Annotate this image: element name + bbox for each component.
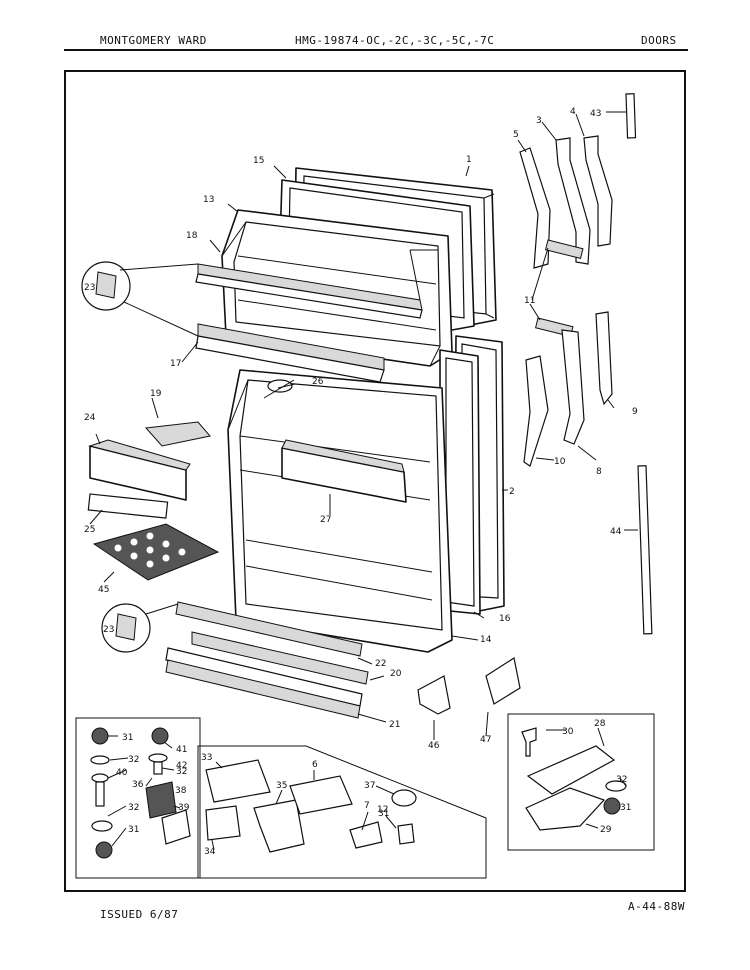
callout-label: 27 [320,515,331,525]
callout-label: 26 [312,377,324,387]
dairy-door-hinge-pins [263,379,295,399]
callout-label: 10 [554,457,566,467]
diagram-frame [64,70,686,892]
callout-label: 3 [536,116,542,126]
header-model-number: HMG-19874-OC,-2C,-3C,-5C,-7C [295,34,495,47]
egg-tray [92,523,220,581]
callout-label: 25 [84,525,95,535]
callout-label: 35 [276,781,287,791]
callout-label: 4 [570,107,576,117]
callout-label: 5 [513,130,519,140]
header-brand: MONTGOMERY WARD [100,34,207,47]
callout-label: 32 [128,755,139,765]
callout-label: 36 [132,780,144,790]
callout-label: 28 [594,719,606,729]
center-hinge-cover [595,311,613,406]
callout-label: 9 [632,407,638,417]
callout-label: 7 [364,801,370,811]
freezer-shelf-bar [195,263,423,319]
vertical-trim-strip-lower [637,465,653,635]
callout-label: 11 [524,296,535,306]
callout-label: 30 [562,727,574,737]
callout-label: 18 [186,231,198,241]
callout-label: 31 [122,733,133,743]
callout-label: 14 [480,635,492,645]
dairy-compartment-door [281,439,407,503]
center-hinge [561,329,585,445]
callout-label: 29 [600,825,612,835]
hinge-shim-plate [544,239,584,260]
callout-label: 1 [466,155,472,165]
callout-label: 17 [170,359,181,369]
header-section: DOORS [641,34,677,47]
top-hinge-bracket [555,137,591,265]
callout-numbers: 1 2 3 4 5 6 7 8 9 10 11 12 13 14 15 16 1… [84,107,638,857]
callout-label: 13 [203,195,214,205]
callout-label: 42 [176,761,187,771]
callout-label: 32 [176,767,187,777]
top-hinge-cover [519,147,551,269]
callout-label: 43 [590,109,601,119]
callout-label: 22 [375,659,386,669]
callout-label: 41 [176,745,187,755]
bushing-kit-box [75,717,201,879]
callout-label: 31 [378,809,389,819]
callout-label: 46 [428,741,440,751]
door-stop-bracket-left [417,675,451,715]
callout-label: 15 [253,156,264,166]
callout-label: 31 [620,803,631,813]
egg-tray-cover [144,421,211,447]
detail-circle-upper [81,261,199,337]
hinge-hardware-box [197,745,487,879]
callout-label: 45 [98,585,109,595]
callout-label: 20 [390,669,402,679]
callout-label: 39 [178,803,190,813]
freezer-bottom-trim [195,323,385,383]
door-stop-bracket-right [485,657,521,705]
top-hinge [583,135,613,247]
vertical-trim-strip-upper [625,93,637,139]
footer-drawing-code: A-44-88W [628,900,685,913]
callout-label: 16 [499,614,511,624]
footer-issued-date: ISSUED 6/87 [100,908,179,921]
callout-label: 38 [175,786,187,796]
callout-label: 23 [84,283,95,293]
callout-label: 21 [389,720,400,730]
callout-label: 34 [204,847,216,857]
callout-label: 24 [84,413,96,423]
callout-label: 44 [610,527,622,537]
callout-label: 12 [377,805,388,815]
callout-label: 32 [616,775,627,785]
callout-label: 47 [480,735,491,745]
callout-label: 2 [509,487,515,497]
callout-label: 31 [128,825,139,835]
detail-circle-lower [101,603,179,653]
fresh-food-door-gasket [439,349,481,615]
header-rule [64,49,688,51]
callout-label: 40 [116,768,128,778]
callout-leader-lines [89,111,638,851]
butter-compartment [88,439,191,501]
callout-label: 23 [103,625,114,635]
lower-hinge-box [507,713,655,851]
callout-label: 8 [596,467,602,477]
callout-label: 6 [312,760,318,770]
callout-label: 32 [128,803,139,813]
lower-hinge-cover [523,355,549,467]
fresh-food-door-liner [227,369,453,653]
callout-label: 33 [201,753,212,763]
lower-door-trim-strips [165,601,369,719]
callout-label: 37 [364,781,375,791]
callout-label: 19 [150,389,162,399]
label-strip [87,493,169,519]
